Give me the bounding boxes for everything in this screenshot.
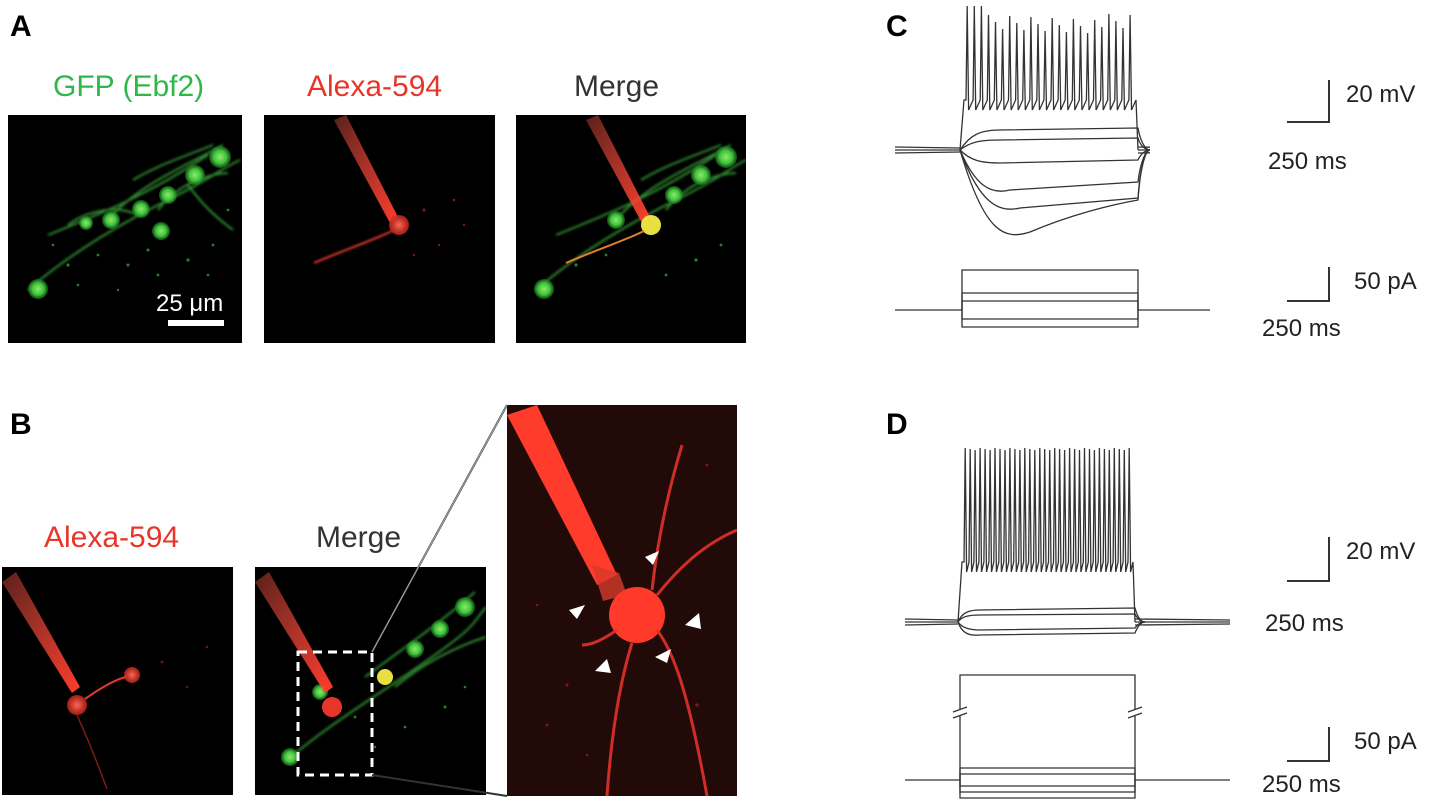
panel-c-current-steps bbox=[895, 269, 1210, 328]
panel-d-voltage-scalebar bbox=[1287, 537, 1330, 582]
panel-d-voltage-traces bbox=[904, 447, 1231, 636]
panel-letter-b: B bbox=[10, 408, 32, 441]
panel-d-voltage-time: 250 ms bbox=[1265, 610, 1344, 637]
panel-c-voltage-time: 250 ms bbox=[1268, 148, 1347, 175]
panel-a-scalebar-label: 25 μm bbox=[156, 290, 224, 317]
panel-d-voltage-scale: 20 mV bbox=[1346, 538, 1416, 565]
panel-a-title-merge: Merge bbox=[574, 70, 660, 103]
panel-a-title-gfp: GFP (Ebf2) bbox=[53, 70, 205, 103]
panel-b-title-merge: Merge bbox=[316, 521, 402, 554]
panel-letter-d: D bbox=[886, 408, 908, 441]
panel-b-zoom-image bbox=[507, 405, 737, 796]
panel-letter-a: A bbox=[10, 10, 32, 43]
panel-b-merge-image bbox=[255, 567, 486, 795]
panel-c-voltage-traces bbox=[894, 5, 1150, 236]
panel-d-current-time: 250 ms bbox=[1262, 771, 1341, 798]
panel-c-current-scale: 50 pA bbox=[1354, 268, 1417, 295]
panel-a-merge-image bbox=[516, 115, 746, 343]
panel-a-gfp-image bbox=[8, 115, 242, 343]
panel-b-alexa-image bbox=[2, 567, 233, 795]
panel-d-current-scale: 50 pA bbox=[1354, 728, 1417, 755]
panel-c-voltage-scalebar bbox=[1287, 80, 1330, 123]
panel-b-title-alexa: Alexa-594 bbox=[44, 521, 180, 554]
panel-c-current-scalebar bbox=[1287, 267, 1330, 302]
panel-a-title-alexa: Alexa-594 bbox=[307, 70, 443, 103]
panel-d-current-scalebar bbox=[1287, 727, 1330, 762]
panel-d-current-steps bbox=[905, 674, 1230, 799]
panel-letter-c: C bbox=[886, 10, 908, 43]
panel-c-current-time: 250 ms bbox=[1262, 315, 1341, 342]
panel-a-alexa-image bbox=[264, 115, 495, 343]
panel-c-voltage-scale: 20 mV bbox=[1346, 81, 1416, 108]
